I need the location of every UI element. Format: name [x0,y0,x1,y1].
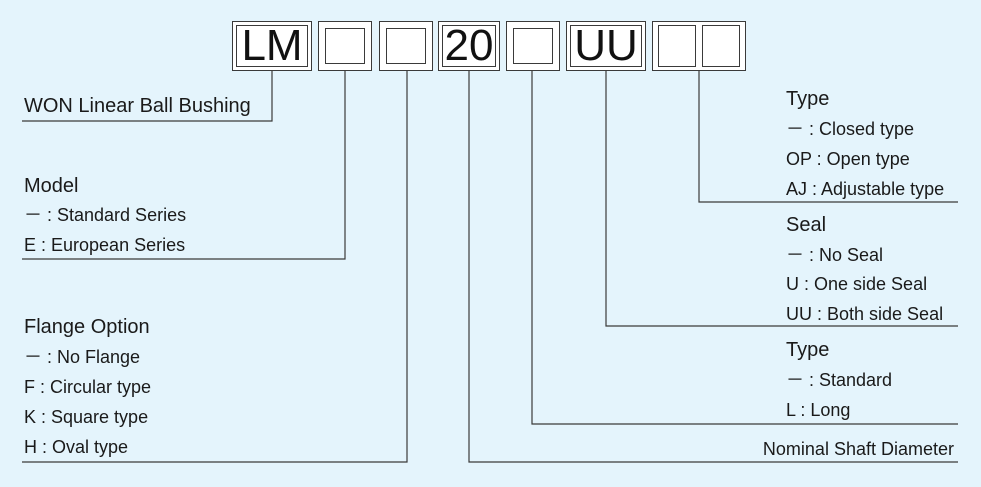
flange-option-none: － : No Flange [24,347,141,367]
type-top-option-adjustable: AJ : Adjustable type [786,179,945,199]
flange-option-circular: F : Circular type [24,377,152,397]
seal-option-one-side: U : One side Seal [786,274,928,294]
code-box-type-length [506,21,560,71]
seal-option-none: － : No Seal [786,245,884,265]
line-lm [22,71,273,122]
line-type-top [698,71,958,203]
line-model [22,71,346,260]
model-option-european: E : European Series [24,235,186,255]
model-title: Model [24,175,79,197]
empty-slot-type-b [702,25,740,67]
code-text-seal: UU [570,24,642,68]
type-top-option-closed: － : Closed type [786,119,915,139]
line-diameter [468,71,958,463]
line-seal [605,71,958,327]
seal-option-both-side: UU : Both side Seal [786,304,944,324]
code-text-lm: LM [236,24,308,68]
flange-option-oval: H : Oval type [24,437,129,457]
flange-title: Flange Option [24,316,150,338]
line-type-length [531,71,958,425]
type-top-option-open: OP : Open type [786,149,910,169]
type-top-title: Type [786,88,830,110]
shaft-diameter-label: Nominal Shaft Diameter [762,439,954,459]
code-box-seal: UU [566,21,646,71]
brand-label: WON Linear Ball Bushing [24,95,251,117]
empty-slot-type-a [658,25,696,67]
empty-slot-flange [386,28,426,64]
seal-title: Seal [786,214,827,236]
type-length-title: Type [786,339,830,361]
code-box-model [318,21,372,71]
type-length-option-long: L : Long [786,400,851,420]
code-text-diameter: 20 [442,24,496,68]
empty-slot-type-length [513,28,553,64]
code-box-lm: LM [232,21,312,71]
code-box-diameter: 20 [438,21,500,71]
flange-option-square: K : Square type [24,407,149,427]
code-box-flange [379,21,433,71]
type-length-option-standard: － : Standard [786,370,893,390]
code-box-type-top [652,21,746,71]
model-option-standard: － : Standard Series [24,205,187,225]
line-flange [22,71,408,463]
empty-slot-model [325,28,365,64]
